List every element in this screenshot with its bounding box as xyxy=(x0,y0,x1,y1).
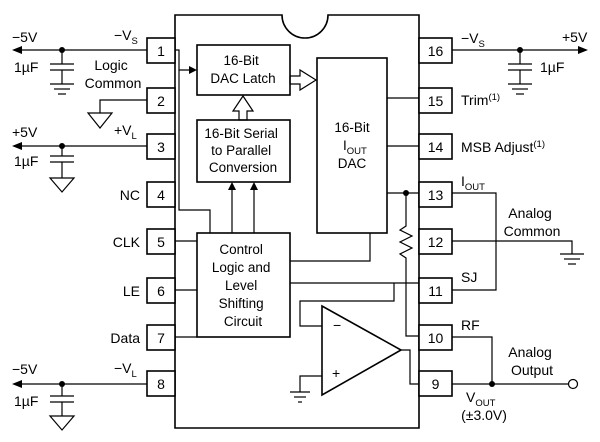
analog-common-label: Analog Common xyxy=(504,205,561,239)
control-logic-block xyxy=(196,232,291,338)
pin-14-label: MSB Adjust(1) xyxy=(461,139,545,155)
pin-10: 10 xyxy=(428,330,444,346)
iout-feedback-network xyxy=(387,190,419,337)
right-pin-boxes xyxy=(418,37,453,397)
cap-right-label: 1µF xyxy=(540,59,564,75)
ext-right-supply xyxy=(452,46,588,95)
pin-3-label: +VL xyxy=(114,122,137,142)
serial-to-parallel-block xyxy=(196,119,291,183)
pin-12: 12 xyxy=(428,234,444,250)
cap-bottom-left-label: 1µF xyxy=(14,393,38,409)
control-input-wires xyxy=(175,240,197,338)
right-pin-numbers: 16 15 14 13 12 11 10 9 xyxy=(428,43,444,392)
pin-15: 15 xyxy=(428,93,444,109)
pin-10-label: RF xyxy=(461,317,480,333)
pin-1-label: −VS xyxy=(114,27,138,47)
pin-7: 7 xyxy=(157,330,165,346)
control-right-wires xyxy=(290,233,419,284)
pin-7-label: Data xyxy=(110,330,140,346)
logic-common-label: Logic Common xyxy=(85,57,142,91)
chip-body xyxy=(174,14,420,429)
pin-15-label: Trim(1) xyxy=(461,92,500,108)
pin-3: 3 xyxy=(157,139,165,155)
ext-left-mid-supply xyxy=(12,142,147,193)
pin-16: 16 xyxy=(428,43,444,59)
ext-left-bottom-supply xyxy=(12,380,147,431)
output-opamp: − + xyxy=(290,283,419,403)
pin-6: 6 xyxy=(157,283,165,299)
pin-11: 11 xyxy=(428,283,443,299)
right-pin-labels: −VS Trim(1) MSB Adjust(1) IOUT SJ RF xyxy=(461,30,545,333)
iout-dac-iout: IOUT xyxy=(343,138,367,157)
pin-2: 2 xyxy=(157,93,165,109)
iout-dac-block xyxy=(316,57,388,234)
left-pin-numbers: 1 2 3 4 5 6 7 8 xyxy=(157,43,165,392)
opamp-plus: + xyxy=(332,365,340,381)
pin1-to-latch-wire xyxy=(175,49,211,233)
control-to-serial-arrows xyxy=(228,182,258,233)
left-pin-boxes xyxy=(146,37,176,397)
dac-latch-label: 16-Bit DAC Latch xyxy=(210,53,275,86)
pin-4-label: NC xyxy=(120,187,140,203)
pin-1: 1 xyxy=(157,43,165,59)
analog-output-label: Analog Output xyxy=(508,344,555,378)
pin-16-label: −VS xyxy=(461,30,485,50)
cap-mid-left-label: 1µF xyxy=(14,153,38,169)
iout-dac-dac: DAC xyxy=(338,156,367,171)
left-pin-labels: −VS +VL NC CLK LE Data −VL xyxy=(110,27,140,380)
logic-common-ground xyxy=(86,99,147,129)
opamp-minus: − xyxy=(333,317,341,333)
dac-latch-block xyxy=(196,44,291,96)
analog-output-wire xyxy=(452,336,579,390)
vout-range-label: (±3.0V) xyxy=(461,407,507,423)
pin-13-label: IOUT xyxy=(461,173,485,193)
pin-6-label: LE xyxy=(123,283,140,299)
cap-top-left-label: 1µF xyxy=(14,59,38,75)
vout-label: VOUT xyxy=(466,389,496,409)
serial-to-latch-arrow xyxy=(231,94,255,121)
pin-8-label: −VL xyxy=(114,360,137,380)
iout-dac-label: 16-Bit xyxy=(334,120,370,135)
serial-to-parallel-label: 16-Bit Serial to Parallel Conversion xyxy=(204,126,281,175)
neg5v-bottom-label: −5V xyxy=(12,361,38,377)
analog-common-ground xyxy=(452,240,584,265)
pin-8: 8 xyxy=(157,376,165,392)
control-logic-label: Control Logic and Level Shifting Circuit xyxy=(212,242,274,329)
pin-14: 14 xyxy=(428,139,444,155)
pin-11-label: SJ xyxy=(461,269,477,285)
latch-to-dac-arrow xyxy=(289,68,318,92)
neg5v-top-label: −5V xyxy=(12,29,38,45)
pos5v-left-label: +5V xyxy=(12,124,38,140)
pos5v-right-label: +5V xyxy=(562,29,588,45)
ext-left-top-supply xyxy=(12,46,147,95)
pin-5-label: CLK xyxy=(113,234,141,250)
pin-13: 13 xyxy=(428,187,444,203)
pin-4: 4 xyxy=(157,187,165,203)
pin-5: 5 xyxy=(157,234,165,250)
pin-9: 9 xyxy=(432,376,440,392)
